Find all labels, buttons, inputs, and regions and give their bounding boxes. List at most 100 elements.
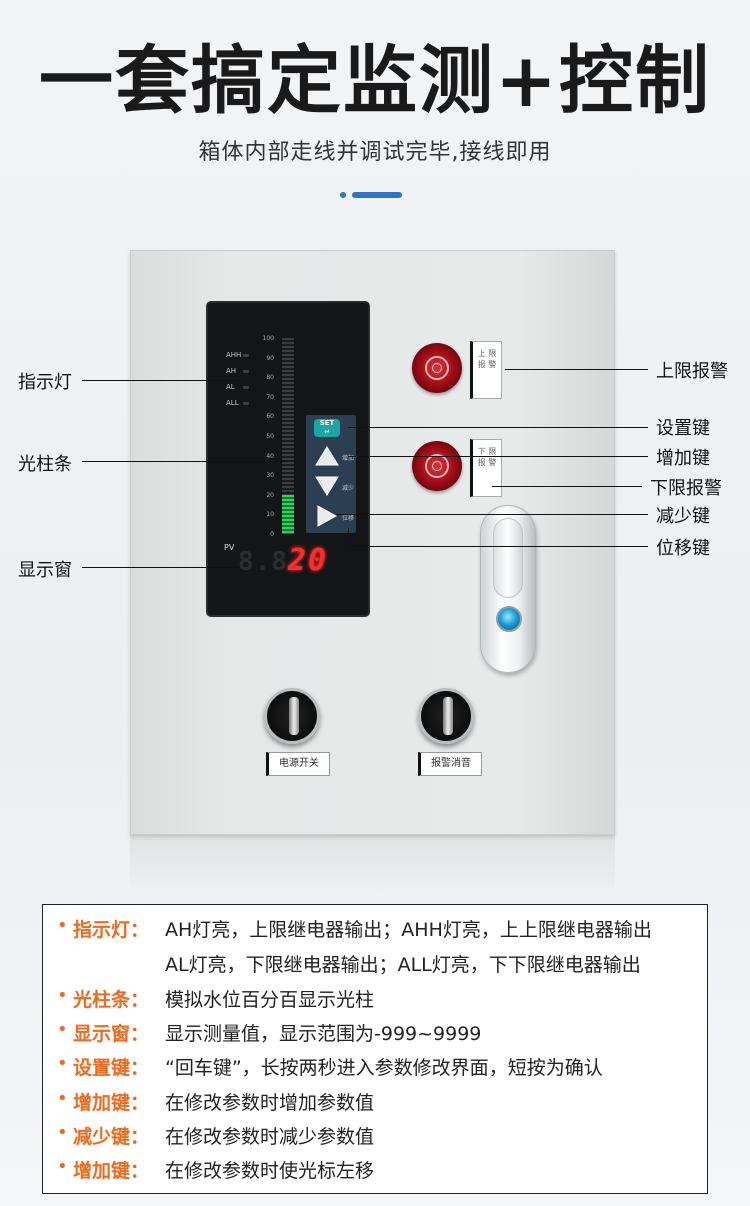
switch-knob-icon <box>289 697 299 735</box>
legend-value: “回车键”，长按两秒进入参数修改界面，短按为确认 <box>165 1057 603 1079</box>
callout-line <box>348 456 648 457</box>
shift-button[interactable] <box>314 505 340 527</box>
legend-value: AL灯亮，下限继电器输出；ALL灯亮，下下限继电器输出 <box>165 954 641 976</box>
callout-line <box>348 546 648 547</box>
callout-line <box>492 486 642 487</box>
scale-tick-label: 0 <box>270 531 274 538</box>
legend-value: 显示测量值，显示范围为-999~9999 <box>165 1023 482 1045</box>
display-value: 20 <box>288 543 329 578</box>
set-button-label: SET <box>319 419 335 427</box>
scale-tick-label: 90 <box>266 354 274 362</box>
scale-tick-label: 30 <box>266 472 274 480</box>
switch-knob-icon <box>443 697 453 735</box>
callout-increase-key: 增加键 <box>656 448 710 469</box>
bullet-icon: • <box>57 1053 68 1074</box>
page-subtitle: 箱体内部走线并调试完毕,接线即用 <box>198 140 552 165</box>
scale-tick-label: 20 <box>266 491 274 499</box>
page-title: 一套搞定监测+控制 <box>38 38 711 124</box>
key-legend: • 指示灯： AH灯亮，上限继电器输出；AHH灯亮，上上限继电器输出 AL灯亮，… <box>42 904 708 1194</box>
enter-icon: ↵ <box>324 428 330 436</box>
shift-key-text: 位移 <box>341 515 354 522</box>
callout-line <box>348 427 648 428</box>
legend-value: 模拟水位百分百显示光柱 <box>165 989 375 1011</box>
increase-key-text: 增加 <box>341 455 354 462</box>
light-bar-track <box>282 338 294 534</box>
decrease-key-text: 减少 <box>341 485 354 492</box>
legend-value: 在修改参数时使光标左移 <box>165 1160 375 1182</box>
legend-key: 指示灯： <box>73 919 150 941</box>
pv-label: PV <box>224 543 235 552</box>
callout-decrease-key: 减少键 <box>656 506 710 527</box>
bullet-icon: • <box>57 1122 68 1143</box>
indicator-ah-label: AH <box>226 367 237 375</box>
indicator-ah-led <box>243 370 249 373</box>
handle-grip <box>493 518 523 598</box>
legend-value: 在修改参数时增加参数值 <box>165 1092 375 1114</box>
lower-alarm-light <box>412 441 472 491</box>
callout-line <box>505 369 648 370</box>
upper-alarm-plate: 上 限 报 警 <box>470 341 502 399</box>
indicator-al-label: AL <box>226 383 235 391</box>
bullet-icon: • <box>57 985 68 1006</box>
cabinet-reflection <box>130 835 615 895</box>
legend-value: 在修改参数时减少参数值 <box>165 1126 375 1148</box>
callout-line <box>82 567 240 568</box>
scale-tick-label: 80 <box>266 374 274 382</box>
keypad: SET ↵ 增加 减少 位移 <box>306 415 356 533</box>
indicator-ahh-label: AHH <box>226 351 242 359</box>
lock-icon[interactable] <box>496 606 522 632</box>
indicator-all-label: ALL <box>226 399 239 407</box>
mute-switch[interactable] <box>418 688 474 744</box>
scale-tick-label: 10 <box>266 511 274 519</box>
set-button[interactable]: SET ↵ <box>314 419 340 437</box>
indicator-all-led <box>243 402 249 405</box>
bullet-icon: • <box>57 1156 68 1177</box>
callout-indicator-light: 指示灯 <box>18 372 72 393</box>
callout-line <box>336 514 648 515</box>
bullet-icon: • <box>57 1088 68 1109</box>
indicator-ahh-led <box>243 354 249 357</box>
scale-tick-label: 50 <box>266 433 274 440</box>
light-bar-fill <box>282 494 294 534</box>
legend-key: 增加键： <box>73 1092 150 1114</box>
callout-lower-alarm: 下限报警 <box>650 478 722 499</box>
legend-value: AH灯亮，上限继电器输出；AHH灯亮，上上限继电器输出 <box>165 919 652 941</box>
alarm-lamp-icon <box>412 441 462 491</box>
increase-button[interactable] <box>314 445 340 467</box>
bullet-icon: • <box>57 1019 68 1040</box>
legend-key: 增加键： <box>73 1160 150 1182</box>
callout-line <box>82 461 287 462</box>
power-switch[interactable] <box>264 688 320 744</box>
legend-key: 显示窗： <box>73 1023 150 1045</box>
display-ghost-digits: 8.8. <box>238 547 305 577</box>
bullet-icon: • <box>57 915 68 936</box>
upper-alarm-light <box>412 343 472 393</box>
power-switch-plate: 电源开关 <box>266 752 330 776</box>
legend-key: 减少键： <box>73 1126 150 1148</box>
triangle-right-icon <box>317 505 338 527</box>
door-handle[interactable] <box>480 505 536 673</box>
alarm-lamp-icon <box>412 343 462 393</box>
callout-shift-key: 位移键 <box>656 538 710 559</box>
callout-line <box>348 528 349 546</box>
legend-key: 光柱条： <box>73 989 150 1011</box>
callout-light-bar: 光柱条 <box>18 454 72 475</box>
decor-bar <box>352 192 402 198</box>
triangle-up-icon <box>315 446 339 466</box>
callout-set-key: 设置键 <box>656 418 710 439</box>
scale-tick-label: 60 <box>266 413 274 421</box>
legend-key: 设置键： <box>73 1057 150 1079</box>
scale-tick-label: 100 <box>262 335 274 342</box>
mute-switch-plate: 报警消音 <box>418 752 482 776</box>
callout-display-window: 显示窗 <box>18 560 72 581</box>
callout-line <box>82 380 240 381</box>
lower-alarm-plate: 下 限 报 警 <box>470 439 502 497</box>
decrease-button[interactable] <box>314 475 340 497</box>
control-cabinet <box>130 250 615 835</box>
callout-upper-alarm: 上限报警 <box>656 361 728 382</box>
scale-tick-label: 70 <box>266 393 274 401</box>
decor-dot <box>340 192 346 198</box>
indicator-al-led <box>243 386 249 389</box>
scale-tick-label: 40 <box>266 452 274 460</box>
